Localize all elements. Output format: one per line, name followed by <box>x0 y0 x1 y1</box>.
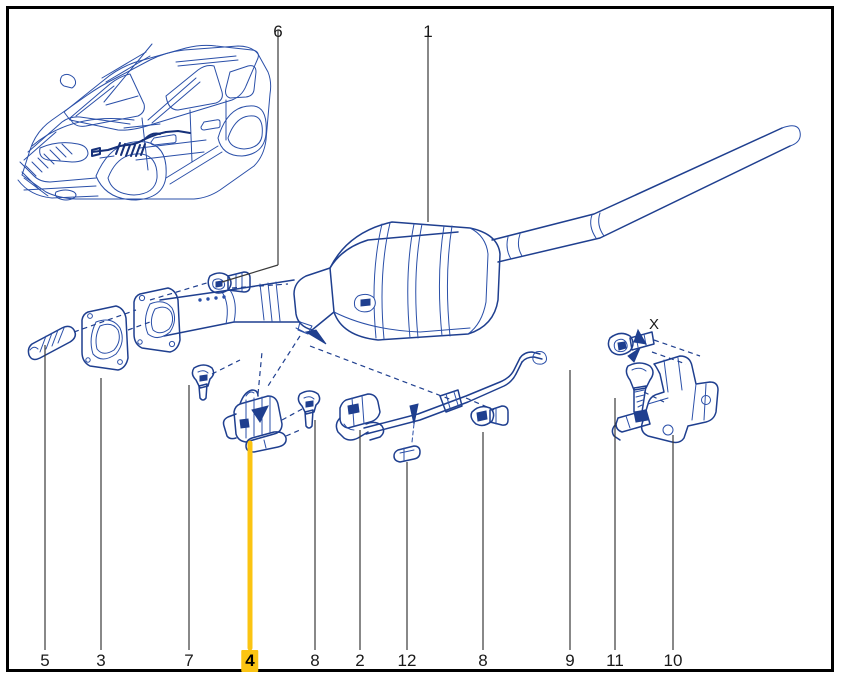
callout-label-11[interactable]: 11 <box>606 651 624 670</box>
tailpipe <box>491 125 801 263</box>
hex-screw <box>625 362 654 416</box>
callout-label-9[interactable]: 9 <box>565 651 575 670</box>
assembly-guide-lines <box>73 281 687 437</box>
callout-label-10[interactable]: 10 <box>663 651 683 670</box>
converter-inlet-pipe <box>159 279 301 337</box>
callout-label-1[interactable]: 1 <box>423 22 433 41</box>
callout-leader-lines <box>44 30 674 651</box>
mounting-bolt-b <box>470 405 509 427</box>
mounting-bolt-a <box>297 390 321 429</box>
vehicle-outline <box>17 43 272 201</box>
exhaust-gasket <box>81 305 129 371</box>
exhaust-clamp <box>335 393 385 441</box>
sensor-bracket-module <box>222 389 287 453</box>
flange-bolt <box>191 364 215 401</box>
callout-label-3[interactable]: 3 <box>96 651 106 670</box>
retaining-clip <box>393 445 421 463</box>
callout-label-2[interactable]: 2 <box>355 651 365 670</box>
callout-label-8b[interactable]: 8 <box>478 651 488 670</box>
marker-x: X <box>648 316 660 333</box>
callout-label-6[interactable]: 6 <box>273 22 283 41</box>
support-rod <box>363 351 547 443</box>
callout-label-12[interactable]: 12 <box>397 651 417 670</box>
support-bracket <box>611 355 719 444</box>
callout-label-5[interactable]: 5 <box>40 651 50 670</box>
callout-label-7[interactable]: 7 <box>184 651 194 670</box>
oxygen-sensor <box>207 271 251 294</box>
callout-label-8a[interactable]: 8 <box>310 651 320 670</box>
front-flange <box>133 287 181 353</box>
callout-label-4[interactable]: 4 <box>241 650 259 672</box>
washer-bolt <box>607 328 701 363</box>
diagram-frame <box>6 6 834 672</box>
stud-bolt <box>27 325 77 361</box>
catalytic-converter-body <box>293 221 501 341</box>
leader-tip-6 <box>221 264 279 283</box>
assembly-arrow <box>251 329 327 423</box>
